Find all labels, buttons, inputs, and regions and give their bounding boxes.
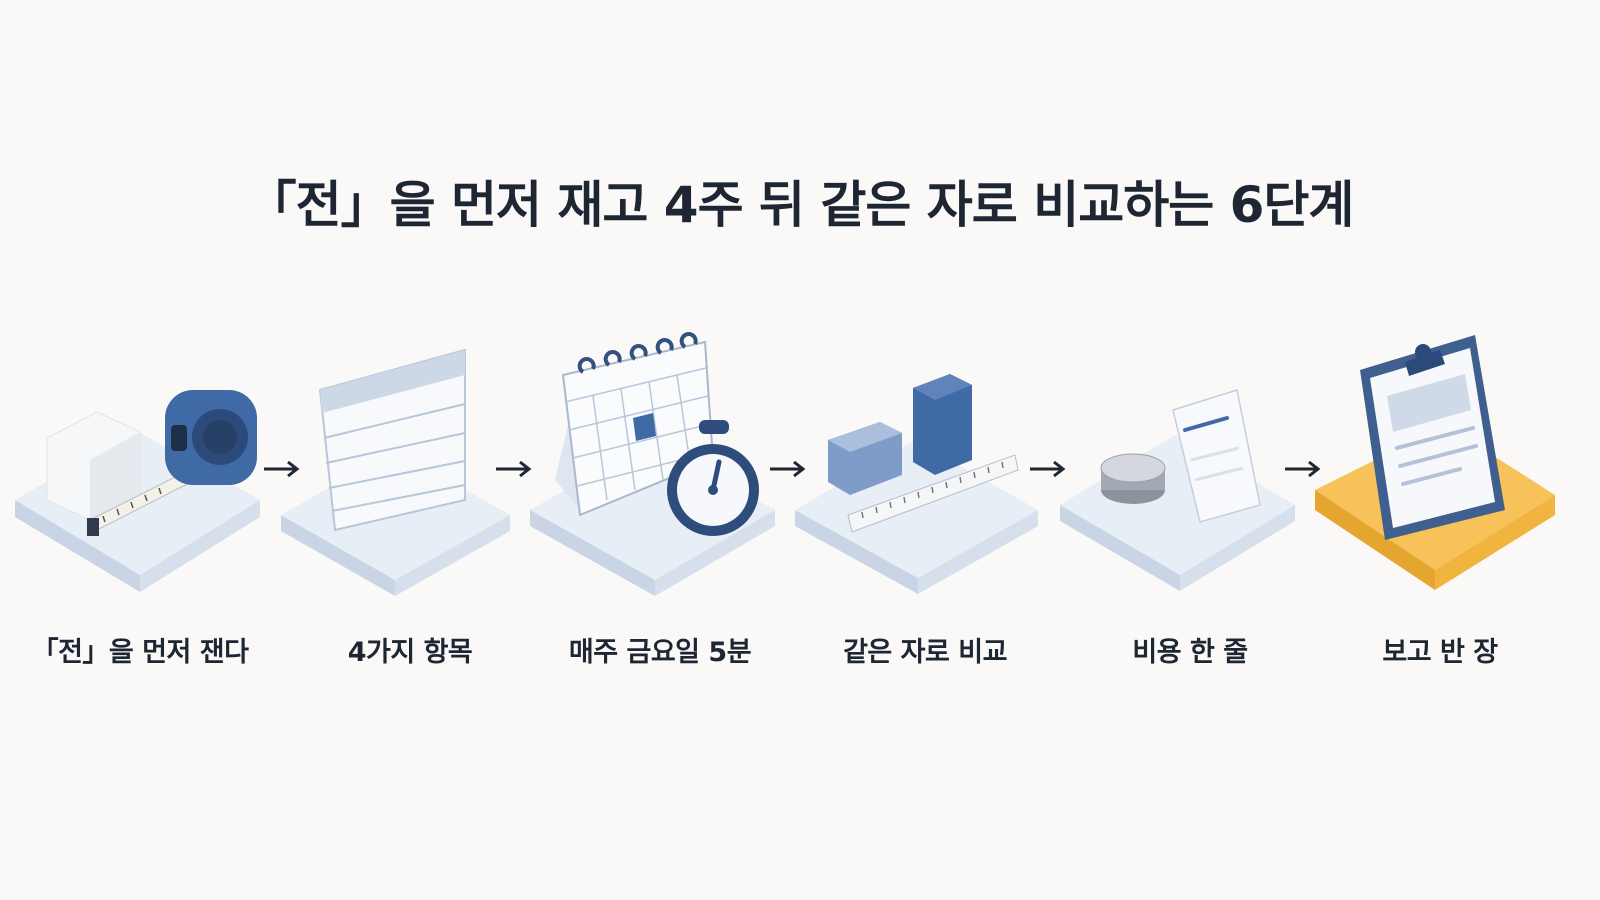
step-2: 4가지 항목	[275, 330, 545, 690]
coin-receipt-icon	[1060, 389, 1295, 591]
table-form-icon	[281, 348, 510, 596]
arrow-right-icon	[494, 454, 534, 484]
tape-measure-icon	[15, 390, 260, 592]
step-label-4: 같은 자로 비교	[843, 637, 1007, 668]
page-title: 「전」을 먼저 재고 4주 뒤 같은 자로 비교하는 6단계	[246, 176, 1355, 234]
step-label-3: 매주 금요일 5분	[568, 637, 752, 668]
arrow-right-icon	[262, 454, 302, 484]
step-3: 매주 금요일 5분	[525, 330, 795, 690]
step-1: 「전」을 먼저 잰다	[5, 330, 275, 690]
arrow-right-icon	[768, 454, 808, 484]
step-6: 보고 반 장	[1305, 330, 1575, 690]
arrow-right-icon	[1283, 454, 1323, 484]
step-label-2: 4가지 항목	[347, 637, 473, 668]
step-5: 비용 한 줄	[1055, 330, 1325, 690]
arrow-right-icon	[1028, 454, 1068, 484]
step-4: 같은 자로 비교	[790, 330, 1060, 690]
blocks-ruler-icon	[795, 374, 1038, 594]
clipboard-report-icon	[1315, 335, 1555, 590]
calendar-stopwatch-icon	[530, 332, 775, 596]
step-label-6: 보고 반 장	[1382, 637, 1498, 668]
step-label-5: 비용 한 줄	[1132, 637, 1248, 668]
step-label-1: 「전」을 먼저 잰다	[31, 637, 249, 668]
